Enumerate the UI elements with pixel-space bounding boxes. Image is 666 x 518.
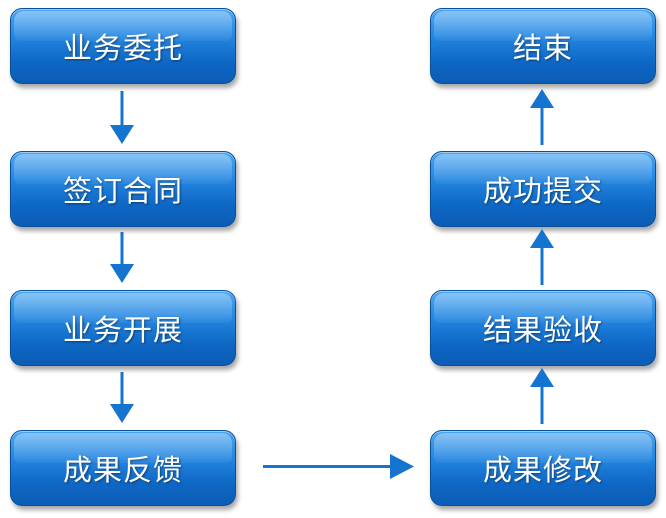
arrow-down-3 [110, 372, 134, 423]
node-label: 成果修改 [482, 453, 603, 487]
node-label: 结果验收 [482, 313, 603, 347]
node-end: 结束 [430, 8, 656, 84]
node-sign-contract: 签订合同 [10, 151, 236, 227]
arrow-right [263, 454, 414, 479]
arrow-down-2 [110, 232, 134, 283]
arrow-up-1 [530, 368, 554, 424]
node-business-conduct: 业务开展 [10, 290, 236, 366]
node-label: 业务开展 [62, 313, 183, 347]
node-business-entrust: 业务委托 [10, 8, 236, 84]
arrow-down-1 [110, 91, 134, 144]
node-label: 业务委托 [62, 31, 183, 65]
node-label: 签订合同 [62, 174, 183, 208]
arrow-up-3 [530, 89, 554, 145]
node-label: 成功提交 [482, 174, 603, 208]
node-result-feedback: 成果反馈 [10, 430, 236, 506]
node-result-acceptance: 结果验收 [430, 290, 656, 366]
node-label: 成果反馈 [62, 453, 183, 487]
node-result-revise: 成果修改 [430, 430, 656, 506]
node-label: 结束 [512, 31, 573, 65]
arrow-up-2 [530, 229, 554, 285]
node-submit-success: 成功提交 [430, 151, 656, 227]
